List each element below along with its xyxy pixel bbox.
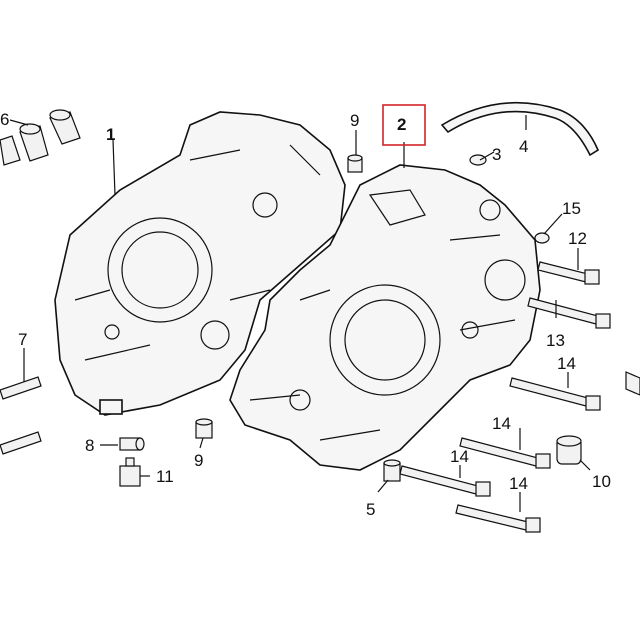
bolt-14-c xyxy=(399,465,491,497)
callout-labels: 6 1 9 2 4 3 15 12 13 7 14 14 14 14 8 9 1… xyxy=(0,104,611,519)
bolt-12 xyxy=(537,261,600,285)
bolt-14-d xyxy=(455,504,541,533)
callout-15: 15 xyxy=(562,199,581,218)
callout-6: 6 xyxy=(0,110,9,129)
pin-15 xyxy=(534,232,550,244)
dowel-9-top xyxy=(347,154,363,173)
callout-14-c: 14 xyxy=(450,447,469,466)
dowel-5 xyxy=(383,459,401,482)
leader-lines xyxy=(9,115,591,512)
callout-12: 12 xyxy=(568,229,587,248)
callout-13: 13 xyxy=(546,331,565,350)
callout-3: 3 xyxy=(492,145,501,164)
bolt-13 xyxy=(527,297,611,329)
callout-9-bottom: 9 xyxy=(194,451,203,470)
left-crankcase-half xyxy=(54,111,346,416)
bolt-14-b xyxy=(459,437,551,469)
stud-3 xyxy=(469,154,487,166)
callout-2: 2 xyxy=(397,115,406,134)
right-crankcase-half xyxy=(229,164,541,471)
callout-8: 8 xyxy=(85,436,94,455)
breather-tube-4 xyxy=(440,101,600,157)
callout-7: 7 xyxy=(18,330,27,349)
callout-14-d: 14 xyxy=(509,474,528,493)
callout-1: 1 xyxy=(106,125,115,144)
callout-4: 4 xyxy=(519,137,528,156)
partial-bolt-edge xyxy=(625,371,640,396)
callout-9-top: 9 xyxy=(350,111,359,130)
callout-11: 11 xyxy=(156,467,174,486)
plug-8 xyxy=(119,437,145,451)
drain-bolt-11 xyxy=(119,457,141,487)
dowel-pin-group-6 xyxy=(0,109,81,166)
cap-nut-10 xyxy=(556,435,582,465)
dowel-9-bottom xyxy=(195,418,213,439)
callout-10: 10 xyxy=(592,472,611,491)
bolt-14-a xyxy=(509,377,601,411)
callout-14-a: 14 xyxy=(557,354,576,373)
callout-14-b: 14 xyxy=(492,414,511,433)
bolt-7 xyxy=(0,376,42,455)
callout-2-highlight-box xyxy=(382,104,426,146)
callout-5: 5 xyxy=(366,500,375,519)
